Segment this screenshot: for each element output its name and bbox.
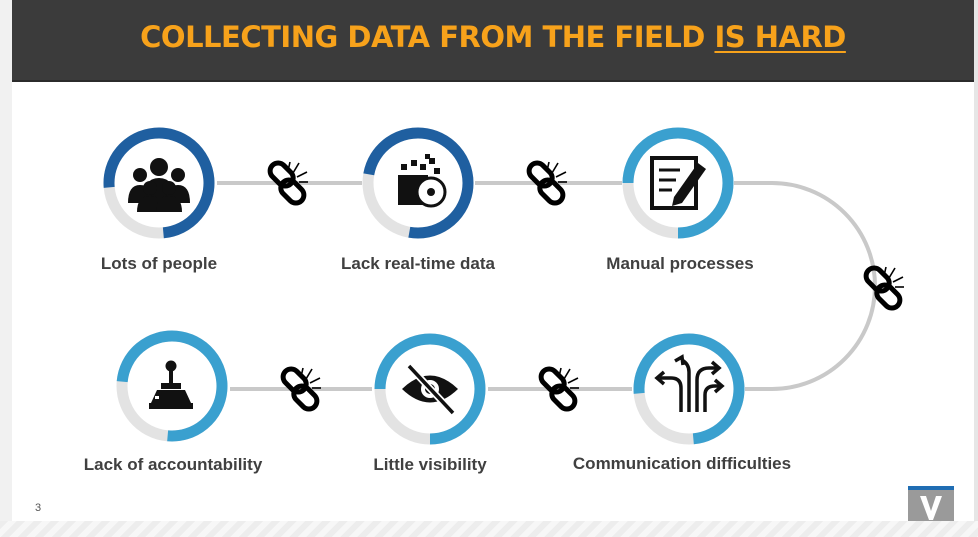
window-edge	[974, 0, 978, 537]
page-number: 3	[35, 502, 42, 514]
bottom-edge	[0, 521, 978, 537]
step-lots-of-people	[103, 127, 215, 239]
step-lack-real-time-data	[362, 127, 474, 239]
step-label: Manual processes	[606, 254, 754, 273]
broken-link-icon	[863, 265, 904, 312]
connector-lines	[217, 181, 877, 391]
edit-document-icon	[650, 156, 706, 210]
slide-title: COLLECTING DATA FROM THE FIELD IS HARD	[12, 20, 974, 54]
step-label: Communication difficulties	[572, 454, 792, 473]
eye-slash-icon	[402, 363, 458, 416]
title-main: COLLECTING DATA FROM THE FIELD	[140, 20, 715, 54]
step-label: Lack real-time data	[340, 254, 496, 273]
logo-v-icon	[920, 496, 942, 520]
people-icon	[128, 158, 190, 212]
step-communication-difficulties	[633, 333, 745, 445]
diverging-arrows-icon	[654, 354, 725, 412]
company-logo	[908, 486, 954, 521]
title-highlight: IS HARD	[714, 20, 846, 54]
title-bar: COLLECTING DATA FROM THE FIELD IS HARD	[12, 0, 974, 82]
step-label: Little visibility	[373, 455, 487, 474]
process-diagram	[103, 127, 974, 445]
joystick-icon	[149, 360, 193, 409]
step-label: Lack of accountability	[83, 455, 263, 474]
step-label: Lots of people	[100, 254, 218, 273]
slide: COLLECTING DATA FROM THE FIELD IS HARD	[12, 0, 974, 521]
data-disk-icon	[398, 154, 447, 208]
step-little-visibility	[374, 333, 486, 445]
step-lack-of-accountability	[116, 330, 228, 442]
step-manual-processes	[622, 127, 734, 239]
